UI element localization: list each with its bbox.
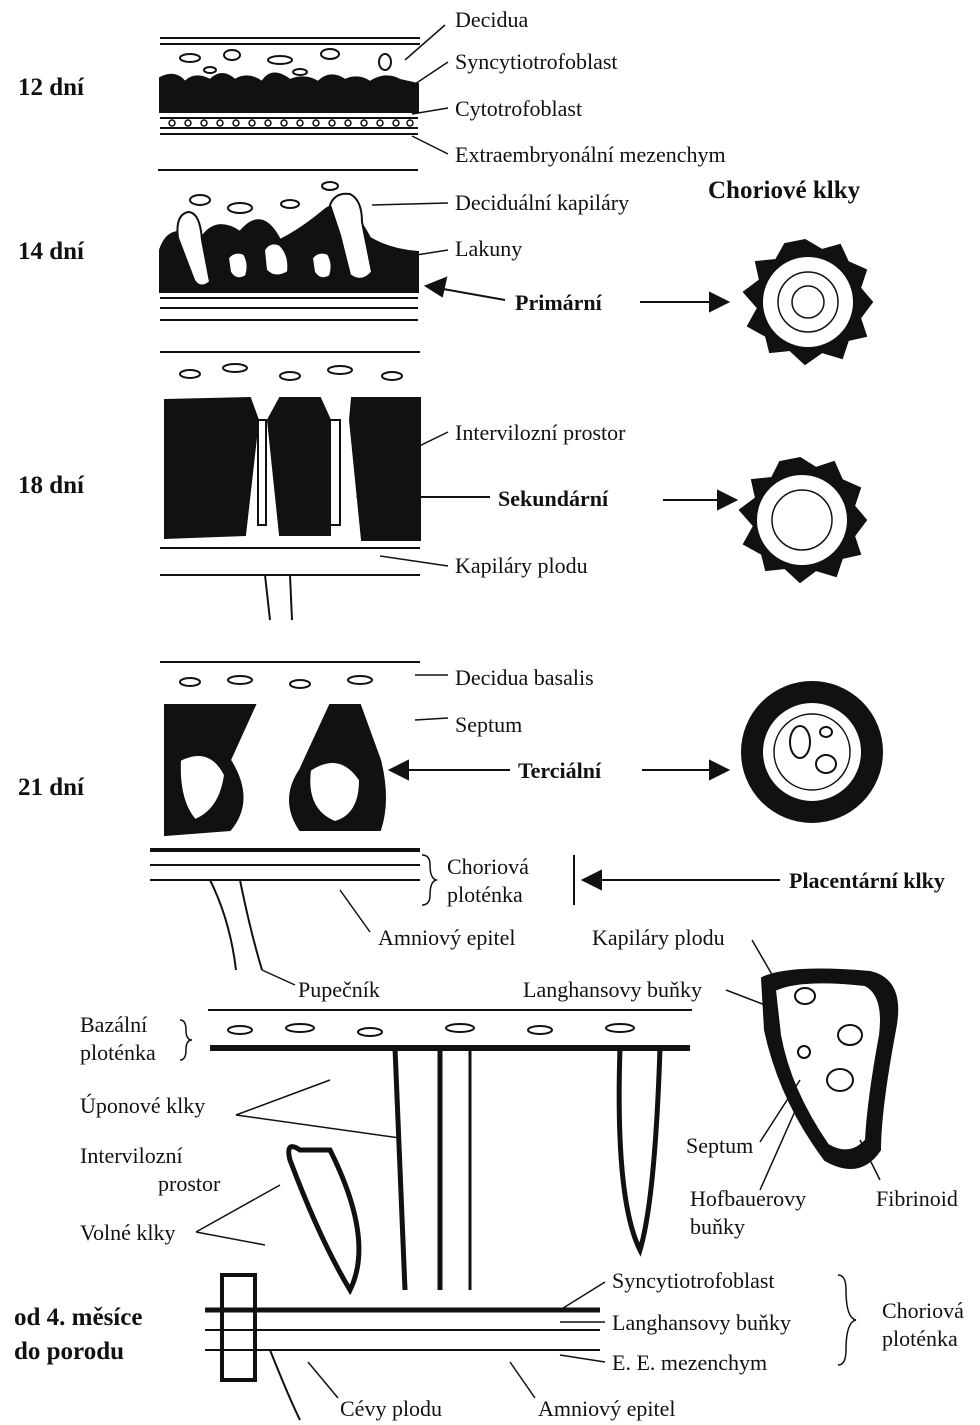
label-bazalni: Bazální	[80, 1012, 147, 1038]
label-choriova-1: Choriová	[447, 854, 529, 880]
label-syncytiotrofoblast-top: Syncytiotrofoblast	[455, 49, 618, 75]
label-intervilozni: Intervilozní	[80, 1143, 183, 1169]
stage-label-late-1: od 4. měsíce	[14, 1302, 142, 1334]
label-choriova-2: Choriová	[882, 1298, 964, 1324]
stage-12-illustration	[160, 25, 448, 154]
stage-label-21: 21 dní	[18, 772, 84, 804]
label-uponove-klky: Úponové klky	[80, 1093, 205, 1119]
villi-header: Choriové klky	[708, 178, 860, 204]
label-decidua: Decidua	[455, 7, 528, 33]
label-prostor: prostor	[158, 1171, 220, 1197]
label-bazalni-plotenka: ploténka	[80, 1040, 156, 1066]
stage-label-14: 14 dní	[18, 236, 84, 268]
label-sekundarni: Sekundární	[498, 486, 608, 512]
label-extraembryonal-mezenchym: Extraembryonální mezenchym	[455, 142, 726, 168]
stage-18-illustration	[160, 352, 448, 620]
label-syncytiotrofoblast-bottom: Syncytiotrofoblast	[612, 1268, 775, 1294]
label-langhansovy-bottom: Langhansovy buňky	[612, 1310, 791, 1336]
stage-label-late-2: do porodu	[14, 1336, 124, 1368]
label-placentarni-klky: Placentární klky	[789, 868, 945, 894]
stage-label-18: 18 dní	[18, 470, 84, 502]
label-hofbauerovy: Hofbauerovy	[690, 1186, 806, 1212]
primary-villus-section	[744, 240, 872, 364]
label-decidua-basalis: Decidua basalis	[455, 665, 594, 691]
stage-14-illustration	[158, 170, 448, 320]
secondary-villus-section	[740, 458, 866, 582]
label-volne-klky: Volné klky	[80, 1220, 176, 1246]
label-kapilary-plodu-18: Kapiláry plodu	[455, 553, 588, 579]
label-plotenka-1: ploténka	[447, 882, 523, 908]
label-bunky-hofbauer: buňky	[690, 1214, 745, 1240]
label-pupecnik: Pupečník	[298, 977, 380, 1003]
label-cytotrofoblast: Cytotrofoblast	[455, 96, 582, 122]
label-decidualni-kapilary: Deciduální kapiláry	[455, 190, 629, 216]
label-ee-mezenchym: E. E. mezenchym	[612, 1350, 767, 1376]
stage-label-12: 12 dní	[18, 72, 84, 104]
label-kapilary-plodu-right: Kapiláry plodu	[592, 925, 725, 951]
label-langhansovy-top: Langhansovy buňky	[523, 977, 702, 1003]
arrows	[358, 278, 780, 905]
label-amniovy-epitel-21: Amniový epitel	[378, 925, 515, 951]
label-plotenka-2: ploténka	[882, 1326, 958, 1352]
label-tercialni: Terciální	[518, 758, 601, 784]
label-fibrinoid: Fibrinoid	[876, 1186, 958, 1212]
label-primarni: Primární	[515, 290, 602, 316]
label-cevy-plodu: Cévy plodu	[340, 1396, 442, 1422]
label-amniovy-epitel-bottom: Amniový epitel	[538, 1396, 675, 1422]
label-septum-right: Septum	[686, 1133, 753, 1159]
label-intervilozni-prostor-18: Intervilozní prostor	[455, 420, 625, 446]
label-septum-21: Septum	[455, 712, 522, 738]
tertiary-villus-section	[742, 682, 882, 822]
label-lakuny: Lakuny	[455, 236, 522, 262]
